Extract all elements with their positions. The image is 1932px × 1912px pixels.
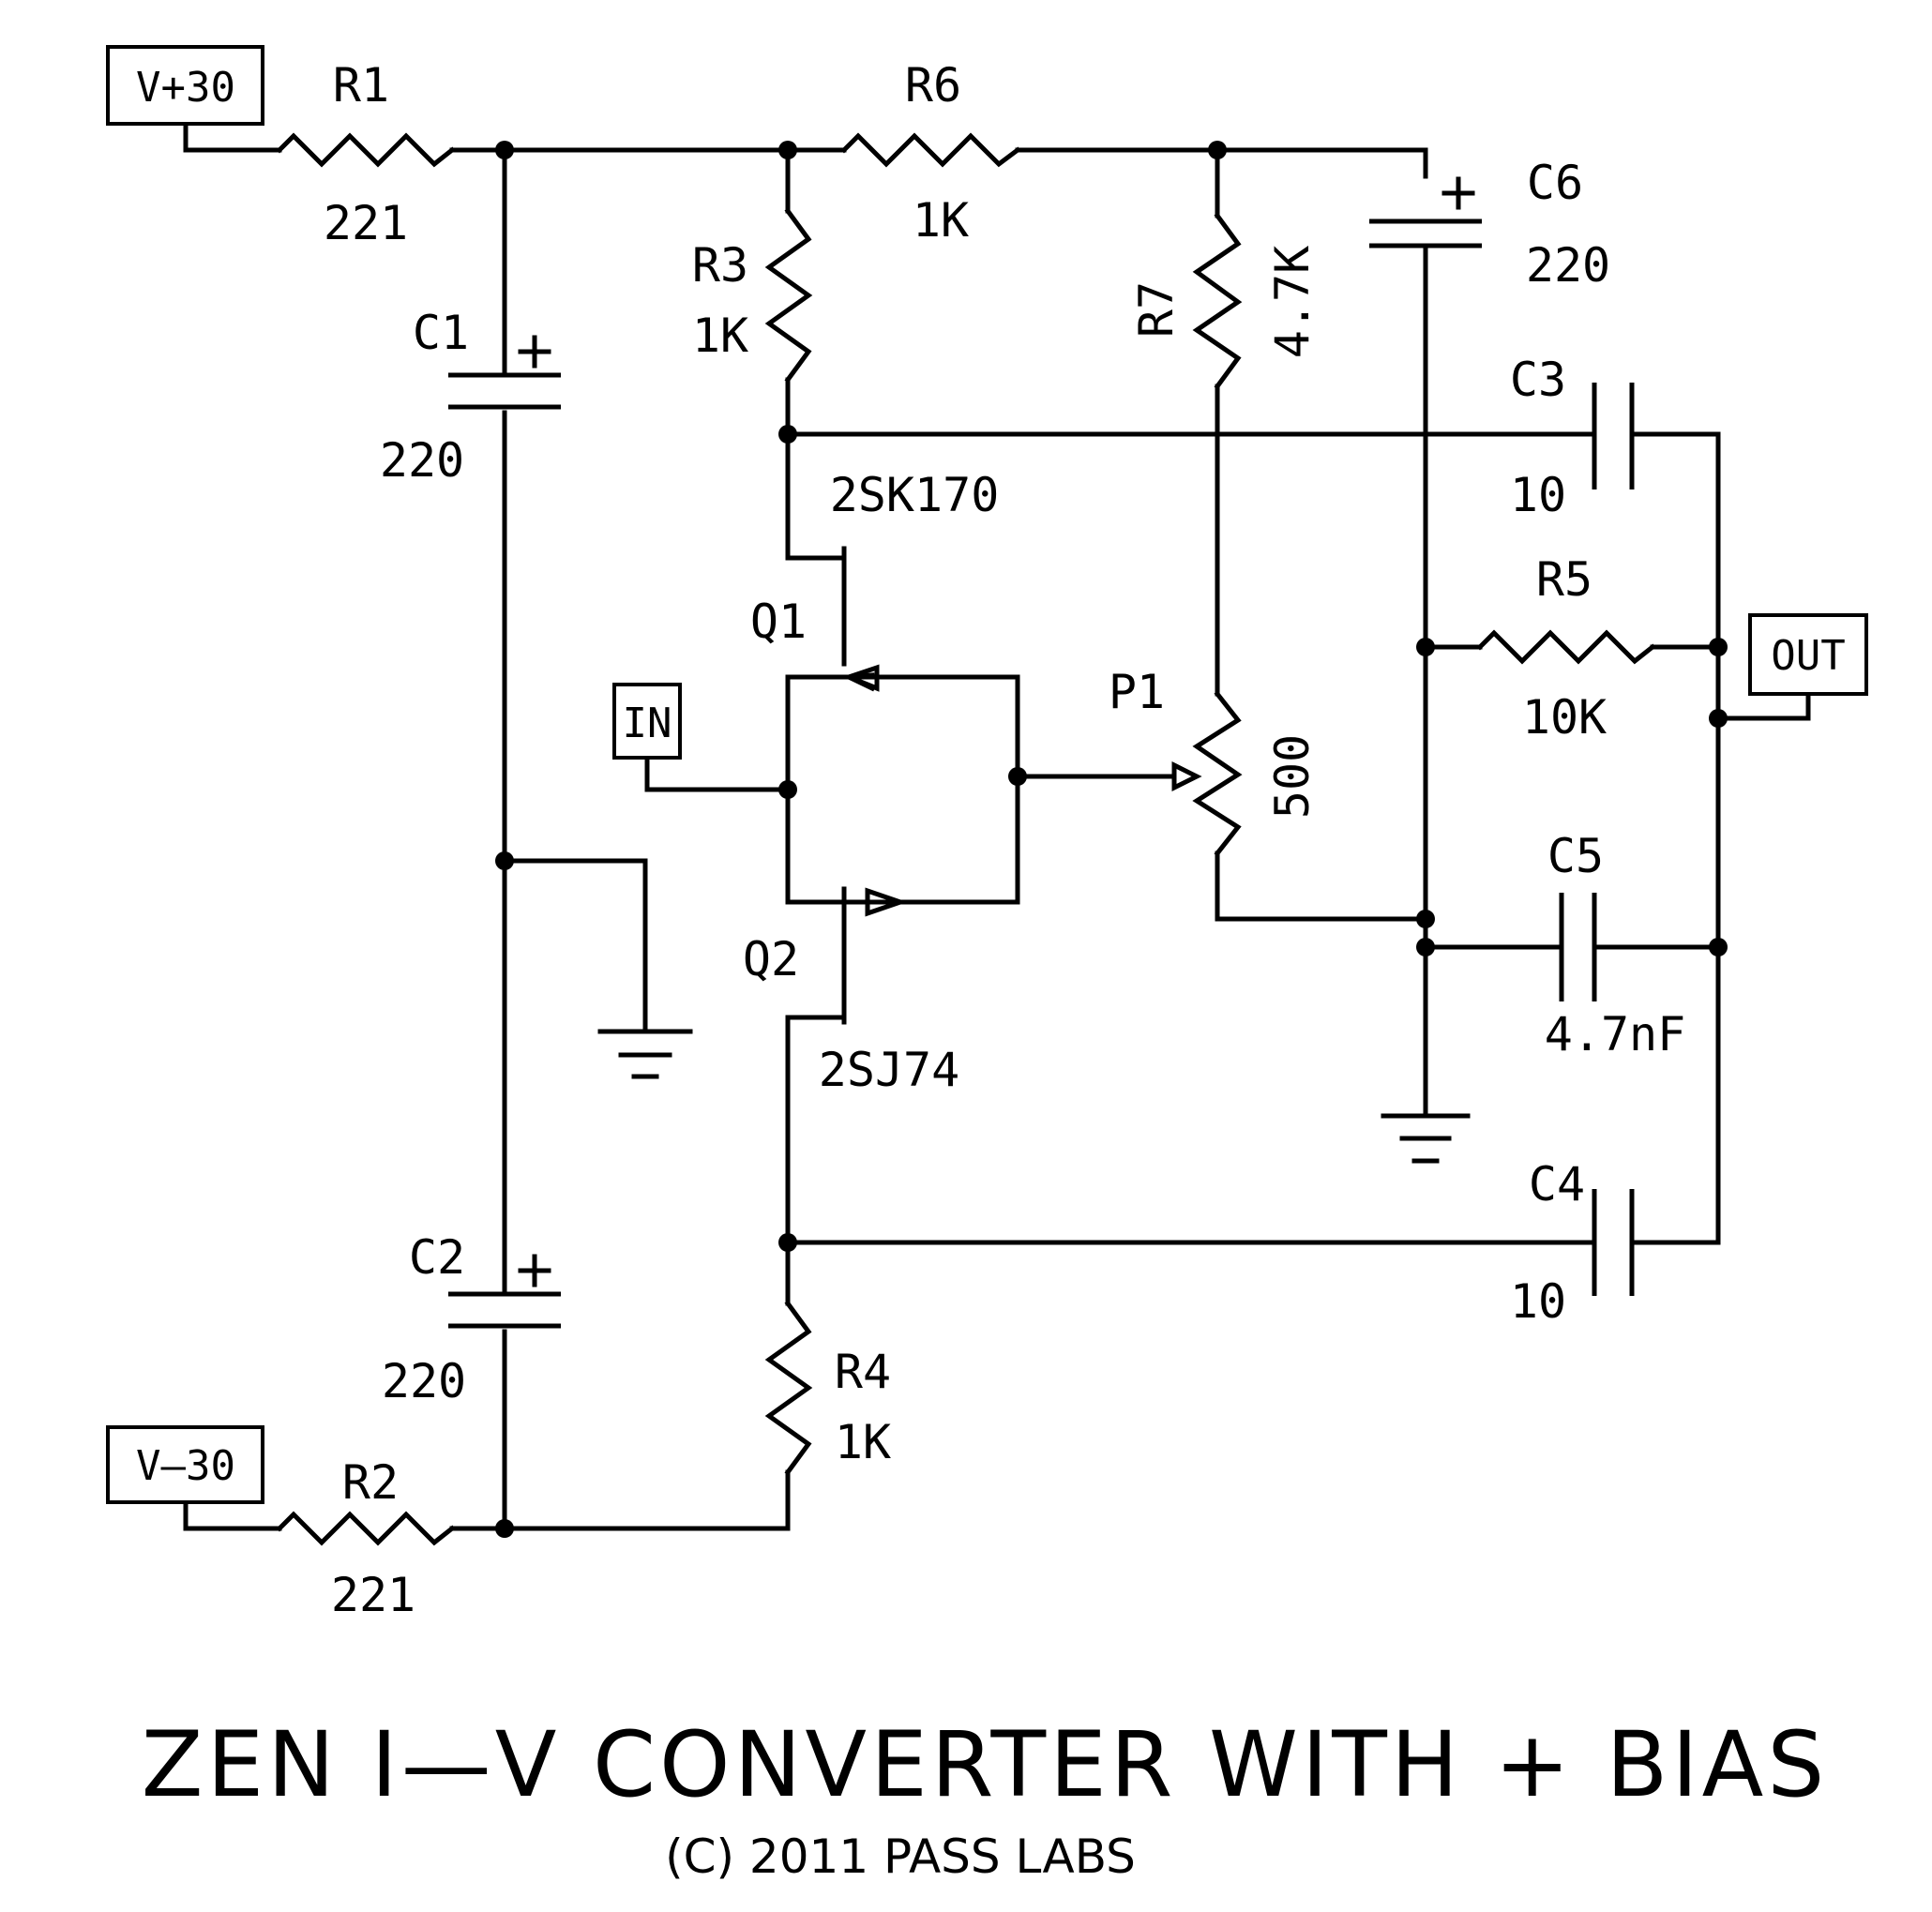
r3-value: 1K [692, 309, 748, 363]
r7-value: 4.7K [1265, 246, 1320, 358]
wires [183, 121, 1811, 1531]
r5-value: 10K [1522, 690, 1607, 745]
q1-ref: Q1 [750, 595, 807, 649]
c1-value: 220 [380, 433, 464, 488]
resistor-r5 [1476, 629, 1656, 665]
q2-part: 2SJ74 [819, 1043, 960, 1097]
capacitor-c3 [1592, 383, 1635, 489]
c3-value: 10 [1510, 468, 1566, 522]
jfet-q2 [865, 887, 908, 917]
r2-value: 221 [331, 1568, 415, 1622]
c5-ref: C5 [1547, 829, 1604, 883]
c4-value: 10 [1510, 1274, 1566, 1329]
r2-ref: R2 [342, 1455, 399, 1510]
r4-value: 1K [835, 1415, 891, 1469]
c5-value: 4.7nF [1545, 1007, 1686, 1061]
c3-ref: C3 [1510, 353, 1566, 407]
c2-value: 220 [382, 1354, 466, 1408]
port-box-vminus [106, 1425, 264, 1504]
resistor-r2 [276, 1511, 456, 1546]
r7-ref: R7 [1129, 281, 1184, 338]
port-label-out: OUT [1771, 632, 1845, 680]
schematic-title: ZEN I—V CONVERTER WITH + BIAS [142, 1712, 1829, 1817]
port-box-out [1748, 613, 1868, 696]
ground-icon [597, 1029, 693, 1079]
port-label-vplus: V+30 [136, 64, 235, 112]
resistor-r6 [840, 132, 1021, 168]
resistor-r3 [764, 207, 813, 384]
c6-value: 220 [1526, 238, 1610, 293]
resistor-r7 [1192, 212, 1243, 390]
q2-ref: Q2 [743, 932, 799, 986]
r1-value: 221 [324, 196, 408, 250]
junction-dots [495, 141, 1728, 1538]
p1-wiper-arrow [1171, 760, 1202, 792]
jfet-q1 [839, 664, 880, 692]
port-box-in [612, 683, 682, 760]
c2-ref: C2 [409, 1230, 465, 1285]
c6-ref: C6 [1527, 156, 1583, 210]
copyright-text: (C) 2011 PASS LABS [665, 1829, 1136, 1884]
capacitor-c1 [448, 335, 561, 410]
p1-value: 500 [1265, 734, 1320, 819]
r6-ref: R6 [905, 58, 961, 113]
port-box-vplus [106, 45, 264, 126]
capacitor-c6 [1369, 176, 1482, 248]
resistor-r1 [276, 132, 456, 168]
r5-ref: R5 [1536, 552, 1592, 607]
port-label-vminus: V—30 [136, 1442, 235, 1490]
capacitor-c2 [448, 1254, 561, 1329]
potentiometer-p1 [1192, 690, 1243, 857]
r4-ref: R4 [835, 1345, 891, 1399]
capacitor-c5 [1559, 893, 1597, 1001]
port-label-in: IN [623, 700, 672, 747]
c4-ref: C4 [1529, 1157, 1585, 1212]
resistor-r4 [764, 1300, 813, 1476]
q1-part: 2SK170 [830, 468, 1000, 522]
r1-ref: R1 [333, 58, 389, 113]
p1-ref: P1 [1109, 665, 1165, 719]
c1-ref: C1 [413, 306, 469, 360]
ground-icon [1381, 1113, 1471, 1164]
r3-ref: R3 [692, 238, 748, 293]
capacitor-c4 [1592, 1189, 1635, 1296]
r6-value: 1K [913, 193, 969, 248]
